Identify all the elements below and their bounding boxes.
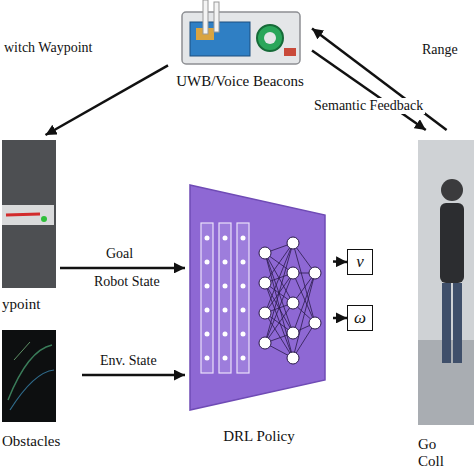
node-label: Go Coll (418, 436, 458, 471)
waypoint-node: ypoint (2, 135, 60, 313)
node-label: DRL Policy (223, 428, 295, 445)
arrow-connector (333, 260, 347, 263)
policy-node: DRL Policy (185, 183, 333, 445)
edge-label: Semantic Feedback (312, 98, 425, 114)
beacon-photo (182, 0, 300, 64)
lidar-image (2, 330, 56, 422)
obstacles-node: Obstacles (2, 328, 82, 450)
output-box: v (347, 249, 373, 275)
person-node: Go Coll (418, 130, 470, 470)
edge-label: witch Waypoint (2, 40, 94, 56)
map-image (2, 140, 56, 288)
edge-label: Range (420, 42, 460, 58)
output-symbol: v (356, 252, 364, 272)
person-photo (418, 140, 474, 425)
edge-label: Goal (104, 246, 135, 262)
beacon-node: UWB/Voice Beacons (168, 2, 312, 90)
node-label: Obstacles (2, 433, 60, 450)
edge-annotation: Robot State (92, 274, 162, 290)
arrow-connector (46, 65, 169, 135)
policy-trapezoid (185, 183, 333, 413)
arrow-connector (82, 374, 185, 377)
node-label: UWB/Voice Beacons (176, 73, 304, 90)
edge-label: Env. State (98, 353, 159, 369)
arrow-connector (312, 50, 426, 130)
output-symbol: ω (354, 308, 366, 328)
arrow-connector (333, 317, 347, 320)
node-label: ypoint (2, 296, 40, 313)
output-box: ω (347, 305, 373, 331)
arrow-connector (60, 267, 185, 270)
